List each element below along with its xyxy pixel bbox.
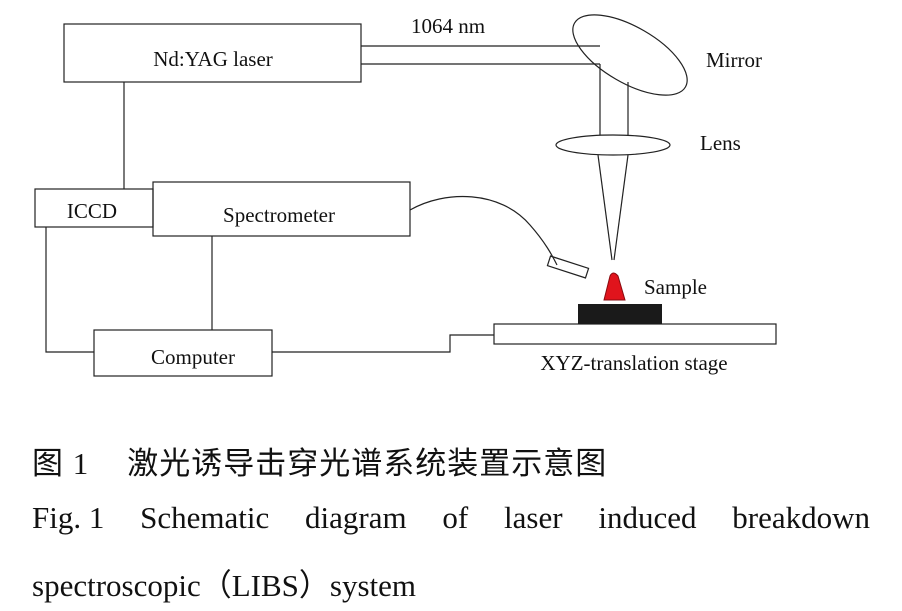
caption-en-word: laser: [504, 500, 563, 535]
lens: [555, 134, 671, 156]
sample-label: Sample: [644, 275, 707, 299]
fiber-collector: [546, 255, 590, 279]
caption-en-word: of: [442, 500, 469, 535]
mirror: [572, 14, 688, 96]
spectrometer-label: Spectrometer: [223, 203, 335, 227]
caption-en-word: breakdown: [732, 500, 870, 535]
sample-holder: [578, 304, 662, 324]
caption-en-word: induced: [598, 500, 697, 535]
laser-label: Nd:YAG laser: [153, 47, 273, 71]
iccd-computer-wire: [45, 227, 94, 353]
lens-label: Lens: [700, 131, 741, 155]
caption-zh-number: 图 1: [32, 446, 90, 481]
laser-box: [63, 23, 362, 83]
computer-stage-wire: [272, 334, 494, 353]
mirror-label: Mirror: [706, 48, 762, 72]
wavelength-label: 1064 nm: [411, 14, 485, 38]
computer-label: Computer: [151, 345, 235, 369]
focus-cone-right: [613, 154, 629, 261]
caption-chinese: 图 1 激光诱导击穿光谱系统装置示意图: [32, 438, 607, 483]
translation-stage: [493, 323, 777, 345]
caption-en-word: diagram: [305, 500, 407, 535]
caption-english-line1: Fig. 1 Schematic diagram of laser induce…: [32, 500, 870, 536]
iccd-label: ICCD: [67, 199, 117, 223]
caption-english-line2: spectroscopic（LIBS）system: [32, 568, 417, 603]
caption-zh-text: 激光诱导击穿光谱系统装置示意图: [127, 446, 608, 481]
spectrometer-box: [152, 181, 411, 237]
caption-en-word: Fig. 1: [32, 500, 105, 535]
focus-cone-left: [597, 154, 613, 261]
stage-label: XYZ-translation stage: [540, 351, 727, 375]
sample: [603, 272, 626, 301]
optical-fiber: [409, 195, 558, 266]
computer-box: [93, 329, 273, 377]
caption-en-word: Schematic: [140, 500, 270, 535]
